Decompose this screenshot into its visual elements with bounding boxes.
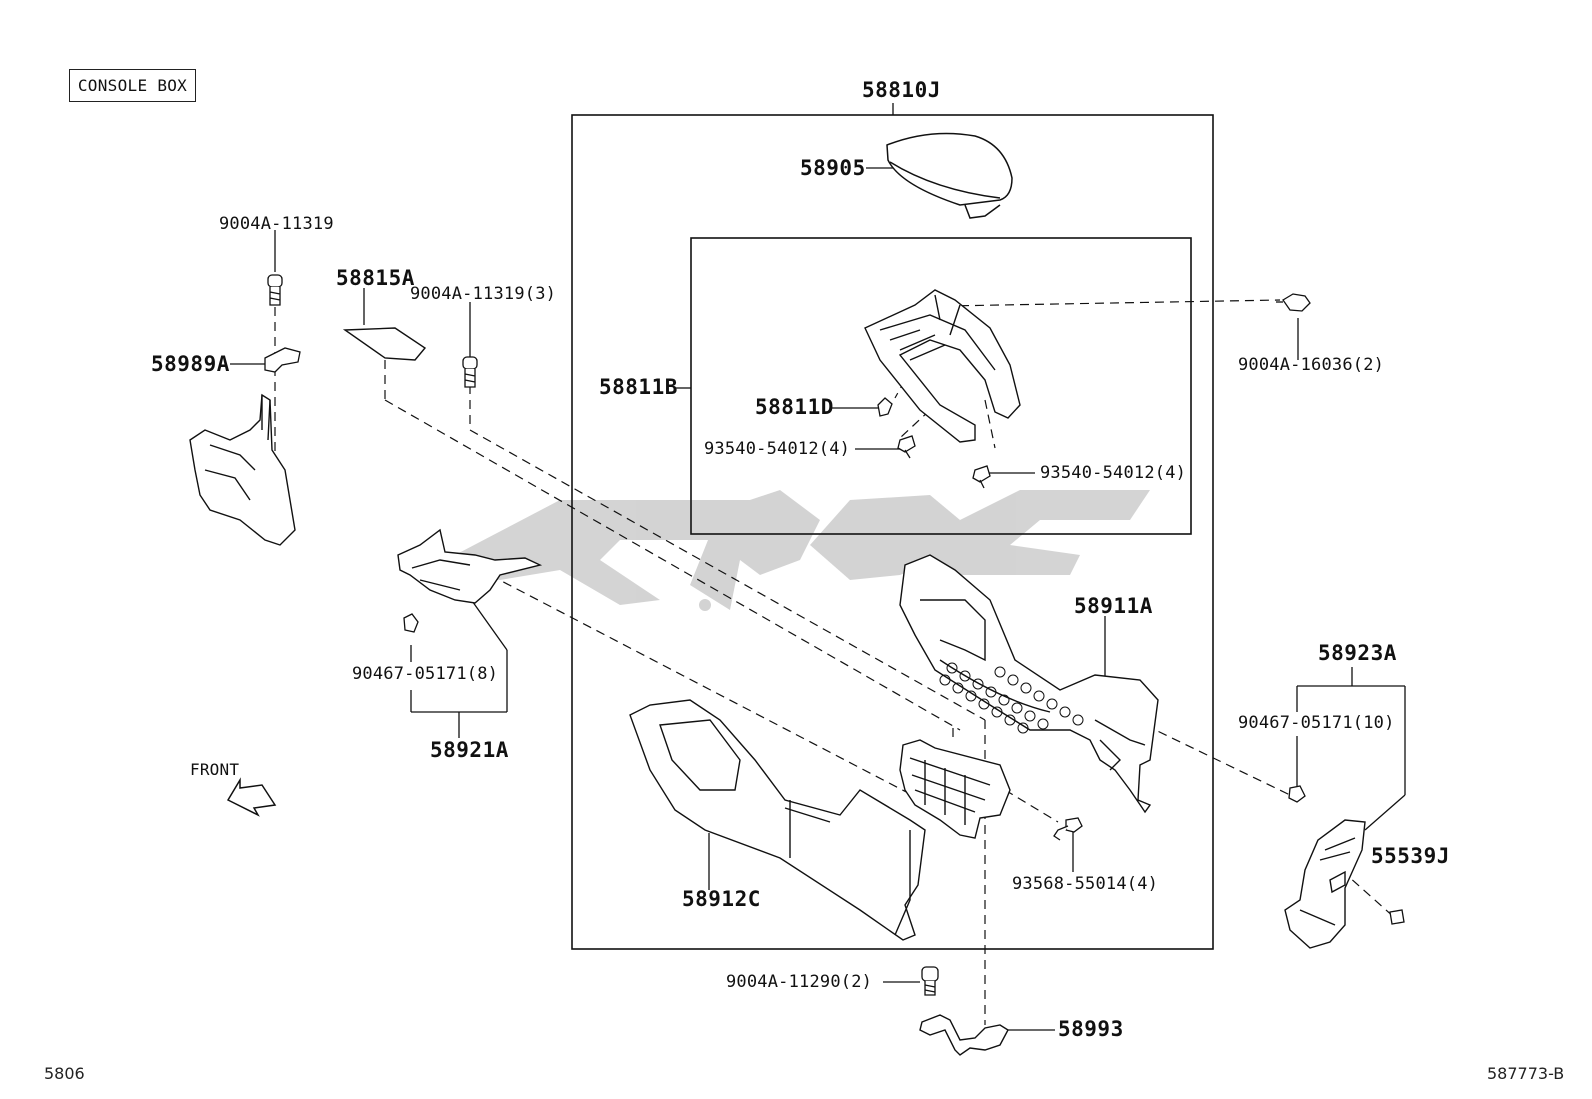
callout-93568-55014: 93568-55014(4) xyxy=(1012,874,1159,894)
callout-58815a: 58815A xyxy=(336,266,415,290)
callout-58811d: 58811D xyxy=(755,395,834,419)
part-console-bin xyxy=(899,739,1011,839)
callout-58993: 58993 xyxy=(1058,1017,1124,1041)
callout-9004a-16036: 9004A-16036(2) xyxy=(1238,355,1385,375)
subassembly-box-58811b xyxy=(690,237,1192,535)
callout-58911a: 58911A xyxy=(1074,594,1153,618)
callout-9004a-11319-top: 9004A-11319 xyxy=(219,214,334,234)
callout-93540-54012-left: 93540-54012(4) xyxy=(704,439,851,459)
part-58911a-console-body xyxy=(899,554,1159,814)
callout-9004a-11319-3: 9004A-11319(3) xyxy=(410,284,557,304)
callout-58810j: 58810J xyxy=(862,78,941,102)
part-9004a-11319-bolt-3 xyxy=(462,356,478,388)
part-9004a-11290-bolt xyxy=(921,966,939,996)
section-title-box: CONSOLE BOX xyxy=(69,69,196,102)
part-9004a-16036-clip xyxy=(1276,293,1311,312)
part-58811d-clip xyxy=(877,397,893,417)
part-58815a-pad xyxy=(342,327,427,361)
part-58912c-side-panel xyxy=(629,699,926,941)
part-58905-lid xyxy=(886,132,1013,219)
callout-58989a: 58989A xyxy=(151,352,230,376)
part-58811b-panel xyxy=(864,289,1021,443)
part-shifter-bezel xyxy=(189,393,296,546)
callout-58811b: 58811B xyxy=(599,375,678,399)
part-58923a-rear-panel xyxy=(1284,819,1366,949)
callout-90467-05171-8: 90467-05171(8) xyxy=(352,664,499,684)
callout-9004a-11290: 9004A-11290(2) xyxy=(726,972,873,992)
diagram-id: 587773-B xyxy=(1487,1064,1565,1083)
callout-58921a: 58921A xyxy=(430,738,509,762)
part-55539j-cap xyxy=(1389,909,1405,925)
leader-lines xyxy=(230,103,1406,1031)
callout-93540-54012-right: 93540-54012(4) xyxy=(1040,463,1187,483)
part-9004a-11319-bolt-top xyxy=(267,274,283,306)
part-90467-clip-left xyxy=(403,613,419,633)
callout-55539j: 55539J xyxy=(1371,844,1450,868)
callout-58912c: 58912C xyxy=(682,887,761,911)
callout-58905: 58905 xyxy=(800,156,866,180)
part-58993-bracket xyxy=(919,1014,1009,1056)
watermark xyxy=(455,490,1150,611)
callout-90467-05171-10: 90467-05171(10) xyxy=(1238,713,1395,733)
callout-58923a: 58923A xyxy=(1318,641,1397,665)
part-58989a-bracket xyxy=(264,347,301,373)
page-code: 5806 xyxy=(44,1064,85,1083)
part-93540-screws xyxy=(897,435,991,489)
part-58921a-front-panel xyxy=(397,528,543,604)
part-93568-screw xyxy=(1053,817,1083,841)
front-arrow-icon xyxy=(226,777,277,817)
front-label: FRONT xyxy=(190,760,240,779)
part-90467-clip-right xyxy=(1288,785,1306,803)
assembly-dashed-lines xyxy=(274,292,1396,1025)
